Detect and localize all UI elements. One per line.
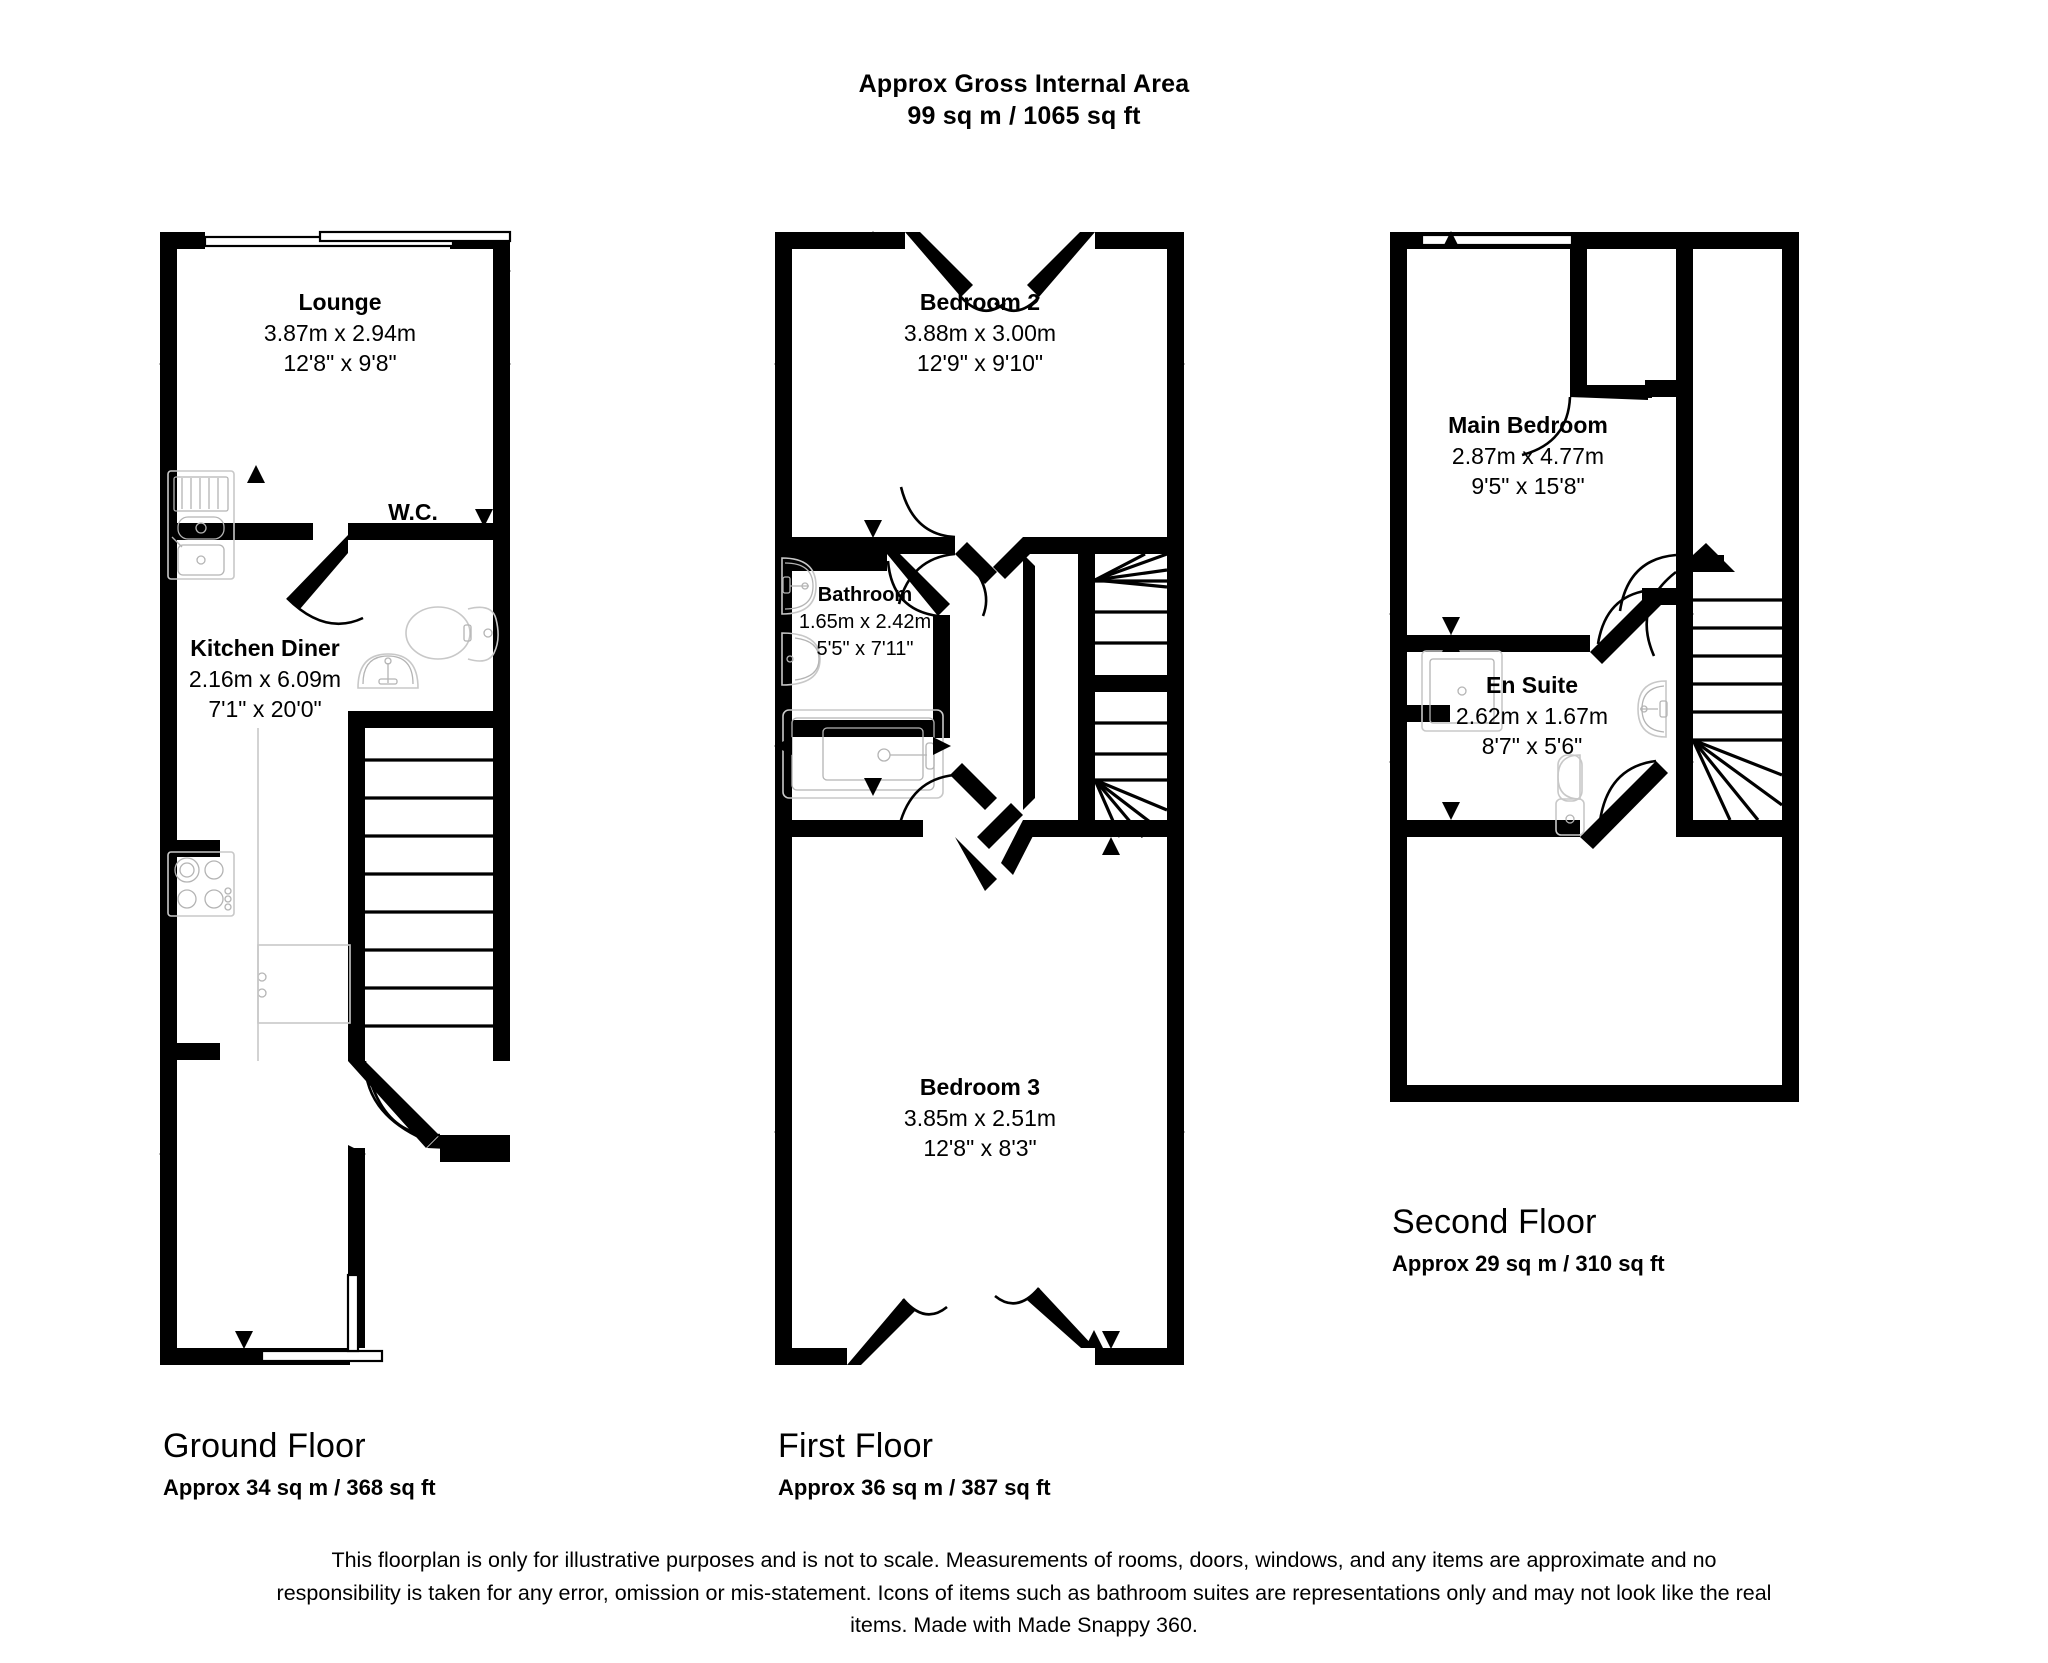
first-floor-caption: First Floor Approx 36 sq m / 387 sq ft <box>778 1427 1051 1501</box>
ground-floor-plan: Lounge 3.87m x 2.94m 12'8" x 9'8" W.C. K… <box>150 215 670 1385</box>
floor-area: Approx 36 sq m / 387 sq ft <box>778 1475 1051 1500</box>
room-dim-ft: 8'7" x 5'6" <box>1482 733 1583 759</box>
door-arcs <box>1521 396 1677 822</box>
room-dim-m: 2.87m x 4.77m <box>1452 443 1604 469</box>
ground-floor-caption: Ground Floor Approx 34 sq m / 368 sq ft <box>163 1427 436 1501</box>
second-floor-caption: Second Floor Approx 29 sq m / 310 sq ft <box>1392 1203 1665 1277</box>
dimension-arrows <box>774 231 1185 1349</box>
first-floor-walls <box>775 232 1184 1365</box>
room-name: Kitchen Diner <box>190 635 340 661</box>
room-name: Bedroom 2 <box>920 289 1040 315</box>
room-name: W.C. <box>388 499 438 525</box>
gross-internal-area-header: Approx Gross Internal Area 99 sq m / 106… <box>0 68 2048 132</box>
dimension-arrows <box>1389 231 1694 820</box>
room-dim-ft: 12'8" x 9'8" <box>283 350 396 376</box>
room-label-en-suite: En Suite 2.62m x 1.67m 8'7" x 5'6" <box>1456 672 1608 759</box>
floor-title: Second Floor <box>1392 1203 1597 1241</box>
room-dim-m: 3.85m x 2.51m <box>904 1105 1056 1131</box>
room-label-bedroom-3: Bedroom 3 3.85m x 2.51m 12'8" x 8'3" <box>904 1074 1056 1161</box>
toilet-icon <box>781 632 821 686</box>
cupboard-icon <box>257 944 351 1024</box>
room-label-lounge: Lounge 3.87m x 2.94m 12'8" x 9'8" <box>264 289 416 376</box>
header-line-2: 99 sq m / 1065 sq ft <box>907 102 1141 130</box>
room-dim-m: 2.62m x 1.67m <box>1456 703 1608 729</box>
disclaimer-text: This floorplan is only for illustrative … <box>276 1548 1772 1638</box>
basin-icon <box>357 653 419 689</box>
staircase-icon <box>365 728 493 1061</box>
room-dim-ft: 12'8" x 8'3" <box>923 1135 1036 1161</box>
room-label-bedroom-2: Bedroom 2 3.88m x 3.00m 12'9" x 9'10" <box>904 289 1056 376</box>
header-line-1: Approx Gross Internal Area <box>858 70 1190 98</box>
second-floor-walls <box>1390 232 1799 1102</box>
room-dim-ft: 9'5" x 15'8" <box>1471 473 1584 499</box>
room-label-kitchen-diner: Kitchen Diner 2.16m x 6.09m 7'1" x 20'0" <box>189 635 341 722</box>
shower-tray-icon <box>1421 650 1503 732</box>
room-name: Bathroom <box>818 584 912 606</box>
room-label-main-bedroom: Main Bedroom 2.87m x 4.77m 9'5" x 15'8" <box>1448 412 1608 499</box>
room-dim-ft: 12'9" x 9'10" <box>917 350 1043 376</box>
door-arc-entry <box>363 1060 441 1141</box>
window-second-top <box>1420 233 1574 247</box>
room-name: Bedroom 3 <box>920 1074 1040 1100</box>
floor-title: First Floor <box>778 1427 934 1465</box>
ground-floor-walls <box>160 232 510 1365</box>
staircase-icon <box>1691 572 1783 822</box>
room-dim-ft: 7'1" x 20'0" <box>208 696 321 722</box>
toilet-icon <box>1555 754 1585 836</box>
floor-title: Ground Floor <box>163 1427 366 1465</box>
room-dim-m: 1.65m x 2.42m <box>799 611 931 633</box>
room-name: Main Bedroom <box>1448 412 1608 438</box>
dimension-arrows <box>159 262 511 1349</box>
room-dim-m: 2.16m x 6.09m <box>189 666 341 692</box>
room-name: Lounge <box>298 289 381 315</box>
basin-icon <box>1637 680 1668 738</box>
window-ground-bottom <box>260 1273 384 1363</box>
staircase-icon <box>1093 552 1168 839</box>
room-label-bathroom: Bathroom 1.65m x 2.42m 5'5" x 7'11" <box>799 584 931 660</box>
floor-area: Approx 34 sq m / 368 sq ft <box>163 1475 436 1500</box>
room-name: En Suite <box>1486 672 1578 698</box>
room-dim-m: 3.87m x 2.94m <box>264 320 416 346</box>
floor-area: Approx 29 sq m / 310 sq ft <box>1392 1251 1665 1276</box>
first-floor-plan: Bedroom 2 3.88m x 3.00m 12'9" x 9'10" Ba… <box>765 215 1285 1385</box>
room-dim-ft: 5'5" x 7'11" <box>816 638 913 660</box>
sink-icon <box>167 470 235 580</box>
door-arc-wc <box>286 597 364 626</box>
basin-icon <box>781 557 817 615</box>
hob-icon <box>167 851 235 917</box>
second-floor-plan: Main Bedroom 2.87m x 4.77m 9'5" x 15'8" … <box>1380 215 1900 1115</box>
room-dim-m: 3.88m x 3.00m <box>904 320 1056 346</box>
window-lounge-top <box>203 230 512 248</box>
toilet-icon <box>405 606 499 662</box>
room-label-wc: W.C. <box>388 499 438 525</box>
door-arcs <box>886 296 1040 1316</box>
